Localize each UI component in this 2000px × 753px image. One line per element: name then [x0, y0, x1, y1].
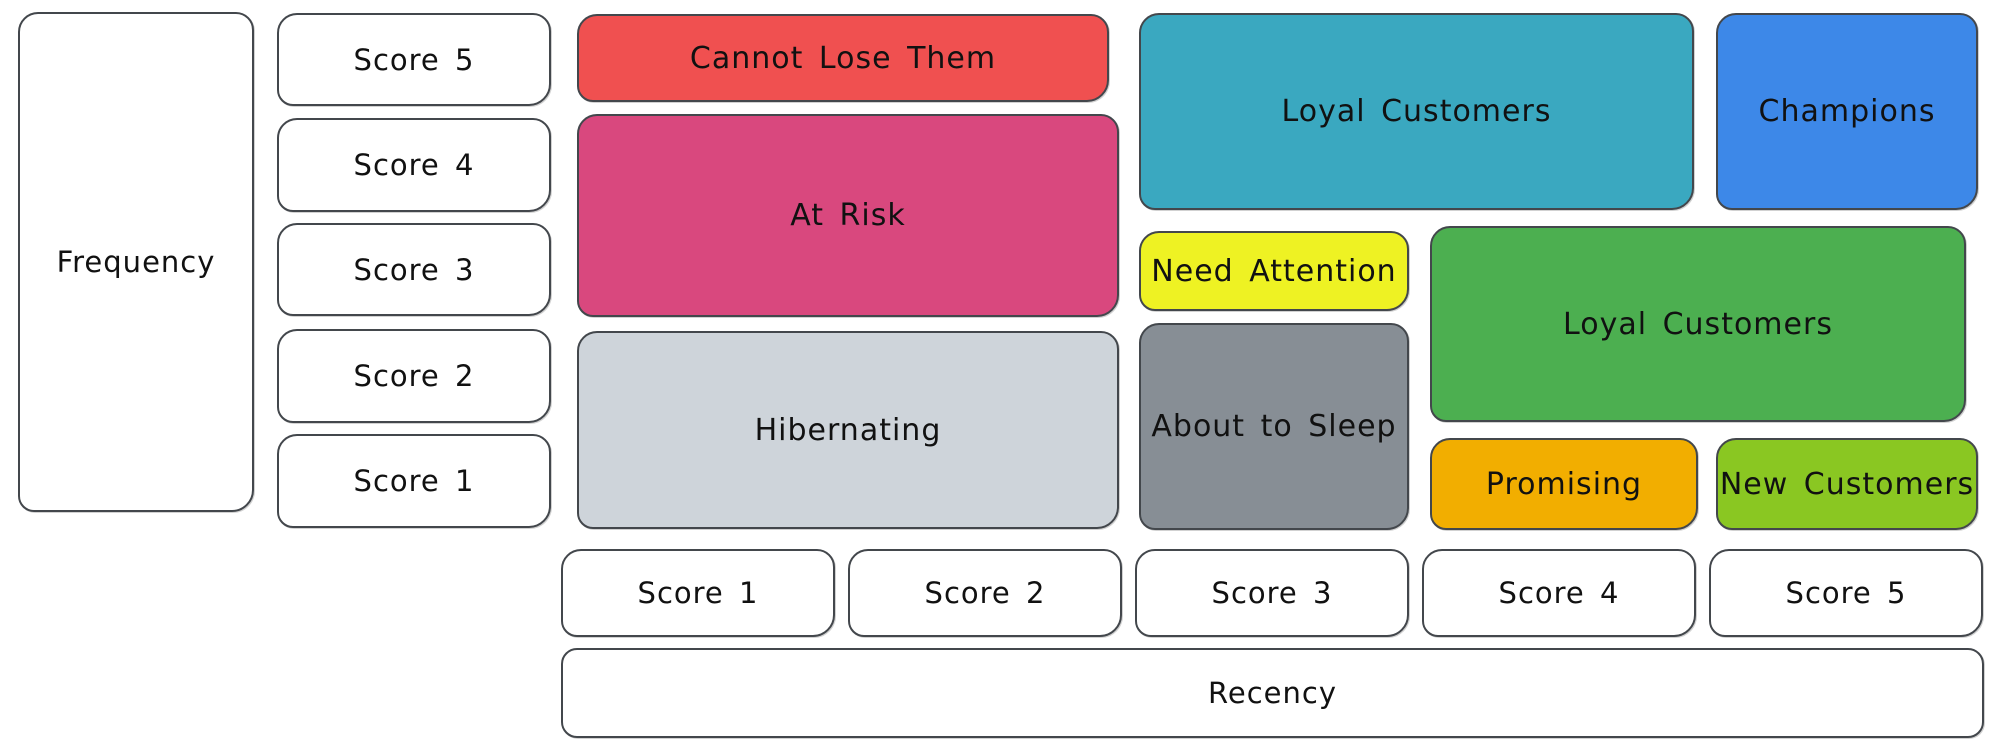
- segment-loyal-customers-top: Loyal Customers: [1139, 13, 1694, 210]
- frequency-score-4: Score 4: [277, 118, 551, 212]
- recency-axis-label-box: Recency: [561, 648, 1984, 738]
- recency-score-4: Score 4: [1422, 549, 1696, 637]
- frequency-axis-label-box: Frequency: [18, 12, 254, 512]
- recency-score-2: Score 2: [848, 549, 1122, 637]
- recency-score-2-label: Score 2: [924, 576, 1046, 610]
- frequency-score-2-label: Score 2: [353, 359, 475, 393]
- recency-score-3: Score 3: [1135, 549, 1409, 637]
- segment-at-risk-label: At Risk: [790, 198, 906, 233]
- frequency-score-5: Score 5: [277, 13, 551, 106]
- recency-score-5-label: Score 5: [1785, 576, 1907, 610]
- frequency-score-1-label: Score 1: [353, 464, 475, 498]
- recency-score-1: Score 1: [561, 549, 835, 637]
- segment-hibernating: Hibernating: [577, 331, 1119, 529]
- segment-new-customers: New Customers: [1716, 438, 1978, 530]
- frequency-axis-label: Frequency: [56, 245, 216, 279]
- frequency-score-3: Score 3: [277, 223, 551, 316]
- segment-cannot-lose-them-label: Cannot Lose Them: [689, 40, 997, 76]
- segment-promising-label: Promising: [1485, 466, 1643, 502]
- segment-hibernating-label: Hibernating: [754, 412, 942, 448]
- segment-about-to-sleep-label: About to Sleep: [1151, 409, 1397, 444]
- frequency-score-5-label: Score 5: [353, 42, 475, 77]
- segment-need-attention: Need Attention: [1139, 231, 1409, 311]
- segment-loyal-customers-mid-label: Loyal Customers: [1563, 306, 1833, 342]
- recency-score-1-label: Score 1: [637, 576, 759, 610]
- recency-score-5: Score 5: [1709, 549, 1983, 637]
- frequency-score-3-label: Score 3: [353, 252, 475, 287]
- segment-new-customers-label: New Customers: [1719, 466, 1975, 502]
- recency-axis-label: Recency: [1208, 676, 1337, 710]
- frequency-score-2: Score 2: [277, 329, 551, 423]
- recency-score-4-label: Score 4: [1498, 576, 1620, 610]
- segment-at-risk: At Risk: [577, 114, 1119, 317]
- recency-score-3-label: Score 3: [1211, 576, 1333, 610]
- segment-champions: Champions: [1716, 13, 1978, 210]
- segment-promising: Promising: [1430, 438, 1698, 530]
- segment-need-attention-label: Need Attention: [1151, 253, 1397, 289]
- frequency-score-4-label: Score 4: [353, 148, 475, 182]
- segment-loyal-customers-top-label: Loyal Customers: [1281, 94, 1552, 129]
- segment-cannot-lose-them: Cannot Lose Them: [577, 14, 1109, 102]
- segment-about-to-sleep: About to Sleep: [1139, 323, 1409, 530]
- segment-loyal-customers-mid: Loyal Customers: [1430, 226, 1966, 422]
- segment-champions-label: Champions: [1758, 94, 1936, 129]
- frequency-score-1: Score 1: [277, 434, 551, 528]
